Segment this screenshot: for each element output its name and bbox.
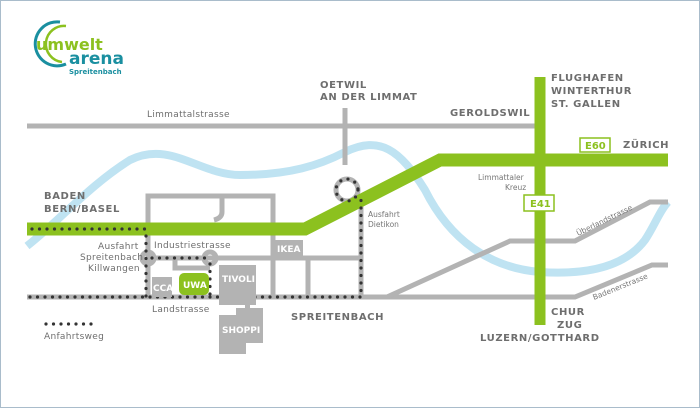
e41-shield: E41: [523, 194, 555, 212]
shoppi-label: SHOPPI: [222, 326, 260, 336]
place-oetwil-2: AN DER LIMMAT: [320, 92, 417, 103]
e41-label: E41: [530, 199, 551, 210]
logo-line2: arena: [69, 49, 124, 69]
ueberlandstrasse-road: [385, 199, 668, 300]
label-kreuz: Kreuz: [505, 183, 526, 192]
place-spreitenbach: SPREITENBACH: [291, 312, 384, 323]
label-landstrasse: Landstrasse: [152, 305, 210, 315]
label-exit-west: Ausfahrt: [98, 242, 139, 252]
label-limmattalstrasse: Limmattalstrasse: [147, 110, 230, 120]
cca-label: CCA: [153, 284, 173, 294]
logo-arc-icon: [33, 20, 67, 68]
label-ueberlandstrasse: Überlandstrasse: [575, 203, 634, 238]
place-geroldswil: GEROLDSWIL: [450, 108, 530, 119]
access-road: [172, 258, 210, 271]
place-chur: CHUR: [551, 307, 585, 318]
route-roundabout: [334, 177, 360, 203]
place-oetwil: OETWIL: [320, 80, 367, 91]
ikea-building[interactable]: IKEA: [273, 240, 303, 257]
e60-shield: E60: [579, 137, 611, 153]
legend: Anfahrtsweg: [44, 322, 104, 342]
logo-arc-icon: [44, 24, 67, 64]
roundabout-west: [139, 249, 157, 267]
limmat-river: [24, 141, 671, 277]
logo-line3: Spreitenbach: [69, 68, 122, 76]
tivoli-label: TIVOLI: [222, 275, 255, 285]
cca-building[interactable]: CCA: [152, 277, 173, 297]
place-zug: ZUG: [557, 320, 582, 331]
logo-line1: umwelt: [36, 35, 103, 54]
label-exit-west-3: Killwangen: [88, 264, 140, 274]
label-industriestrasse: Industriestrasse: [154, 241, 231, 251]
uwa-building[interactable]: UWA: [179, 273, 209, 295]
tivoli-building[interactable]: TIVOLI: [219, 265, 256, 305]
place-zurich: ZÜRICH: [623, 137, 669, 151]
place-luzern-gotthard: LUZERN/GOTTHARD: [480, 333, 600, 344]
place-baden: BADEN: [44, 191, 86, 202]
label-exit-dietikon-2: Dietikon: [368, 220, 399, 229]
place-winterthur: WINTERTHUR: [551, 86, 632, 97]
label-limmattaler-kreuz: Limmattaler: [478, 173, 525, 182]
umwelt-arena-logo[interactable]: umwelt arena Spreitenbach: [33, 20, 124, 76]
place-flughafen: FLUGHAFEN: [551, 73, 624, 84]
uwa-label: UWA: [183, 281, 207, 291]
legend-route-label: Anfahrtsweg: [44, 332, 104, 342]
ikea-label: IKEA: [277, 245, 300, 255]
place-st-gallen: ST. GALLEN: [551, 99, 621, 110]
label-exit-west-2: Spreitenbach: [80, 253, 143, 263]
place-bern-basel: BERN/BASEL: [44, 204, 120, 215]
highway-e60: [27, 153, 668, 236]
route-dots: [28, 198, 363, 299]
label-exit-dietikon: Ausfahrt: [368, 210, 400, 219]
shoppi-building[interactable]: SHOPPI: [219, 297, 263, 354]
e60-label: E60: [585, 141, 606, 152]
local-roads: [145, 193, 364, 297]
